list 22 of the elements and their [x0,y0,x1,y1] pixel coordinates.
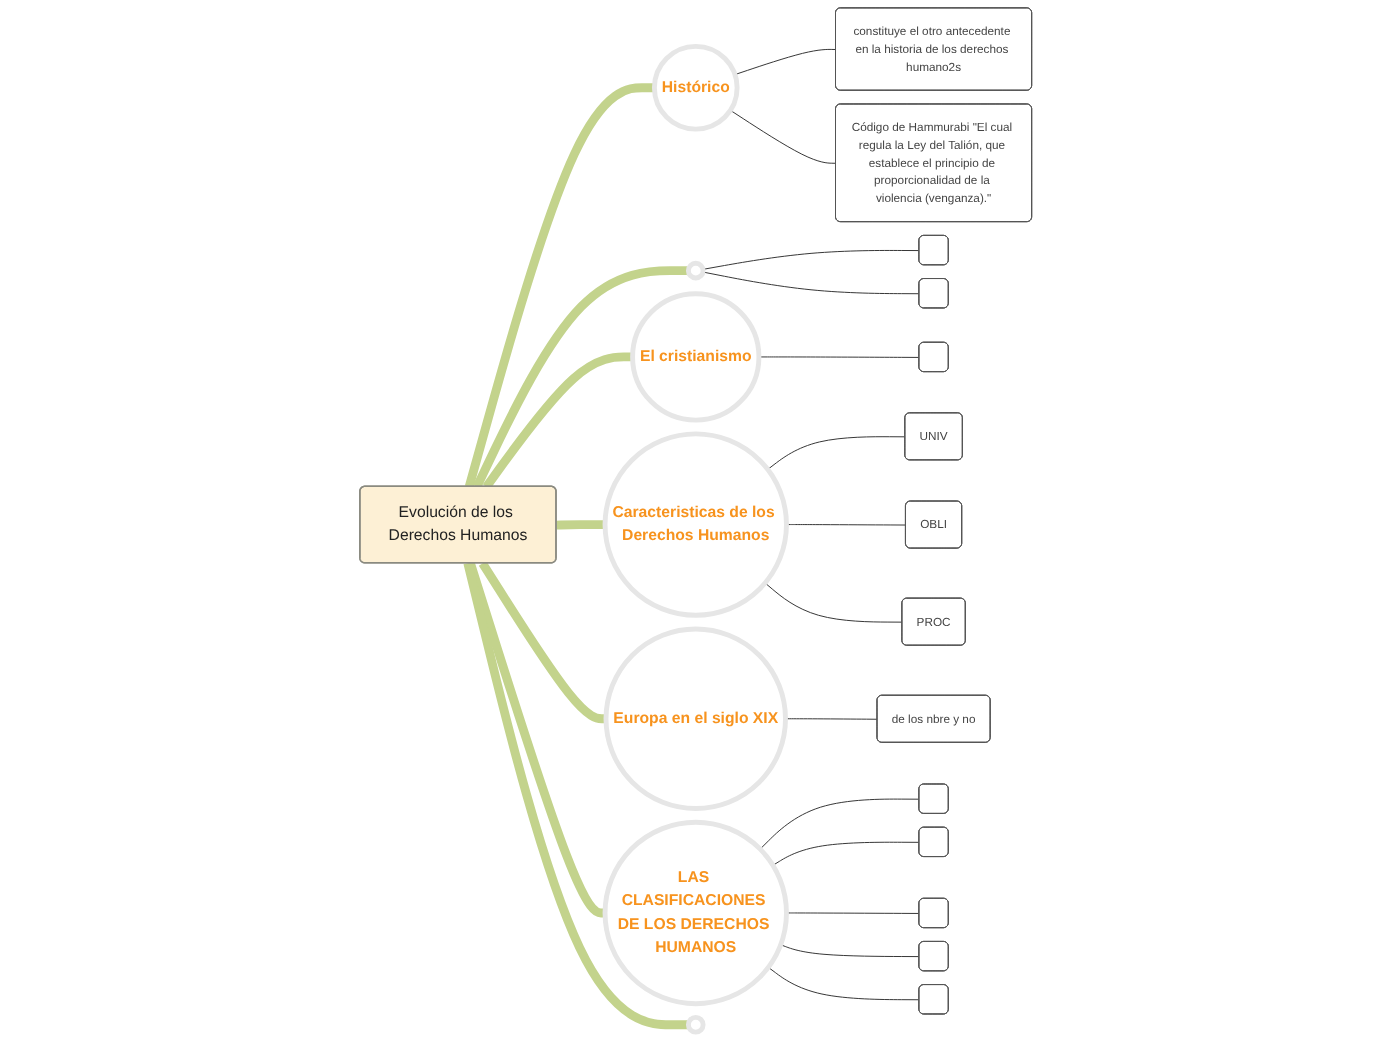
connector [785,718,879,720]
connector [473,266,689,489]
connector [479,560,607,724]
connector [702,249,921,270]
connector [764,582,904,623]
connector [767,436,907,470]
connector [759,798,921,850]
connector [772,841,921,866]
connector [465,83,655,488]
connector [702,271,921,295]
connector [730,109,837,164]
connector [780,944,921,958]
connector [483,352,633,490]
node-circle [686,1014,706,1035]
node-circle [686,260,706,281]
connector [786,524,907,526]
connector [556,520,606,530]
connector [463,562,689,1030]
connector [768,966,921,1001]
connector [734,48,837,76]
connector [758,356,921,358]
connector [786,912,921,914]
